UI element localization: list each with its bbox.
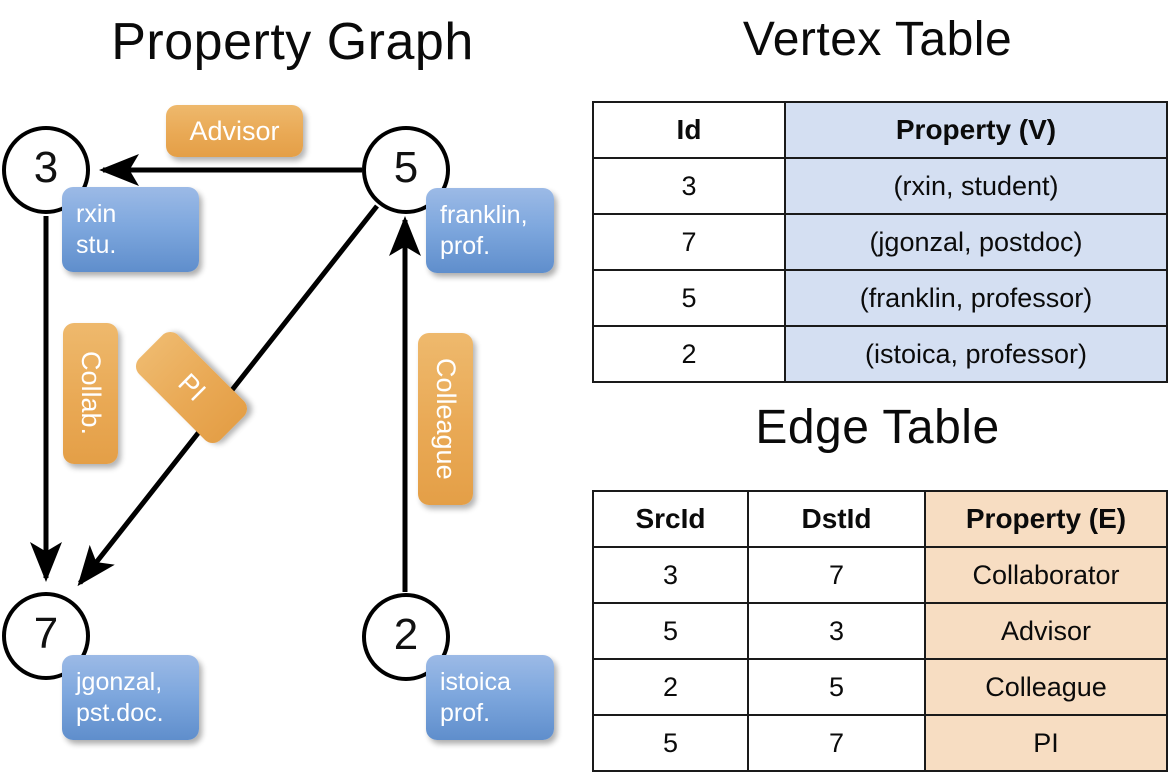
vertex-row-1-id: 7 [592, 213, 786, 271]
edge-label-advisor-text: Advisor [189, 115, 280, 146]
vertex-property-7-line1: jgonzal, [76, 668, 163, 696]
vertex-table-header-row: Id Property (V) [592, 101, 1168, 159]
edge-row-0-dstid: 7 [747, 546, 926, 604]
table-row: 5 7 PI [592, 714, 1168, 772]
table-row: 3 7 Collaborator [592, 546, 1168, 604]
table-row: 5 3 Advisor [592, 602, 1168, 660]
table-row: 2 (istoica, professor) [592, 325, 1168, 383]
table-row: 3 (rxin, student) [592, 157, 1168, 215]
vertex-property-box-3: rxin stu. [62, 187, 199, 272]
edge-table: SrcId DstId Property (E) 3 7 Collaborato… [592, 490, 1168, 772]
vertex-property-box-7: jgonzal, pst.doc. [62, 655, 199, 740]
edge-table-header-dstid: DstId [747, 490, 926, 548]
vertex-row-0-property: (rxin, student) [784, 157, 1168, 215]
edge-table-header-row: SrcId DstId Property (E) [592, 490, 1168, 548]
edge-row-1-dstid: 3 [747, 602, 926, 660]
vertex-property-3-line1: rxin [76, 200, 117, 228]
vertex-property-2-line1: istoica [440, 668, 511, 696]
vertex-row-2-id: 5 [592, 269, 786, 327]
page-title-edge-table: Edge Table [755, 401, 1000, 454]
edge-label-colleague-text: Colleague [431, 358, 461, 480]
graph-node-7-label: 7 [33, 609, 59, 658]
vertex-property-5-line1: franklin, [440, 201, 528, 229]
edge-row-1-srcid: 5 [592, 602, 749, 660]
edge-label-advisor: Advisor [166, 105, 303, 157]
edge-row-0-property: Collaborator [924, 546, 1168, 604]
vertex-row-3-id: 2 [592, 325, 786, 383]
edge-row-1-property: Advisor [924, 602, 1168, 660]
edge-label-collab: Collab. [63, 323, 118, 464]
table-row: 2 5 Colleague [592, 658, 1168, 716]
vertex-property-2-line2: prof. [440, 698, 491, 727]
vertex-row-2-property: (franklin, professor) [784, 269, 1168, 327]
edge-row-2-dstid: 5 [747, 658, 926, 716]
edge-label-pi-text: PI [172, 367, 212, 407]
edge-row-2-srcid: 2 [592, 658, 749, 716]
vertex-row-0-id: 3 [592, 157, 786, 215]
edge-row-3-srcid: 5 [592, 714, 749, 772]
vertex-table-header-property: Property (V) [784, 101, 1168, 159]
edge-table-header-srcid: SrcId [592, 490, 749, 548]
vertex-property-7-line2: pst.doc. [76, 698, 164, 727]
page-title-vertex-table: Vertex Table [742, 13, 1013, 66]
vertex-table-header-id: Id [592, 101, 786, 159]
vertex-property-box-2: istoica prof. [426, 655, 554, 740]
edge-label-collab-text: Collab. [76, 351, 106, 436]
graph-node-2[interactable]: 2 [362, 593, 450, 681]
graph-node-5-label: 5 [393, 143, 419, 192]
edge-row-3-property: PI [924, 714, 1168, 772]
property-graph-diagram: 3 5 7 2 rxin stu. franklin, prof. jgonza… [0, 0, 585, 760]
vertex-row-1-property: (jgonzal, postdoc) [784, 213, 1168, 271]
vertex-property-box-5: franklin, prof. [426, 188, 554, 273]
edge-label-colleague: Colleague [418, 333, 473, 505]
edge-row-2-property: Colleague [924, 658, 1168, 716]
page-title-property-graph: Property Graph [111, 13, 474, 71]
vertex-property-5-line2: prof. [440, 231, 491, 260]
table-row: 5 (franklin, professor) [592, 269, 1168, 327]
vertex-table: Id Property (V) 3 (rxin, student) 7 (jgo… [592, 101, 1168, 383]
vertex-property-3-line2: stu. [76, 230, 117, 259]
graph-node-2-label: 2 [393, 610, 419, 659]
edge-row-0-srcid: 3 [592, 546, 749, 604]
edge-table-header-property: Property (E) [924, 490, 1168, 548]
vertex-row-3-property: (istoica, professor) [784, 325, 1168, 383]
graph-node-5[interactable]: 5 [362, 126, 450, 214]
table-row: 7 (jgonzal, postdoc) [592, 213, 1168, 271]
graph-node-3-label: 3 [33, 143, 59, 192]
edge-row-3-dstid: 7 [747, 714, 926, 772]
